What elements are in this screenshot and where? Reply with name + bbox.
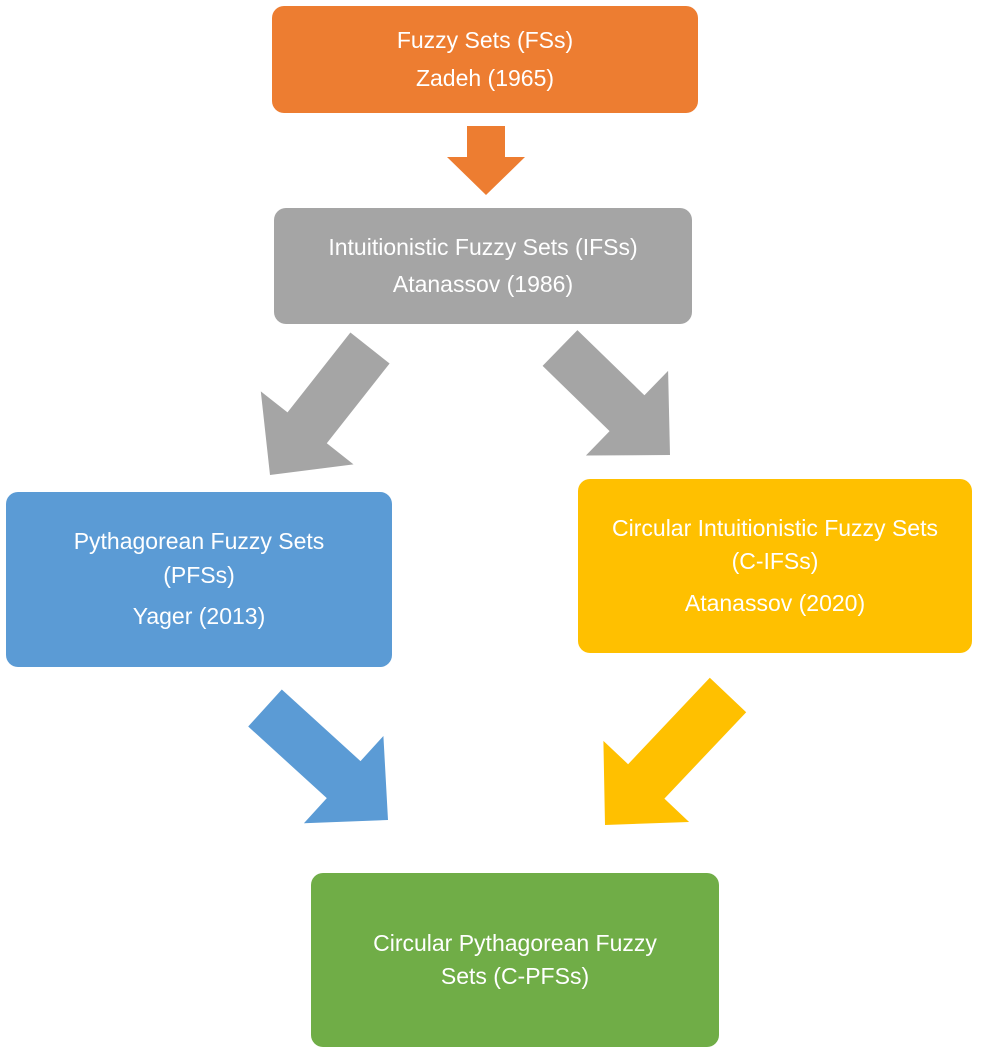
arrow-ifs-to-cifs [542, 330, 670, 456]
node-pythagorean-fuzzy-sets: Pythagorean Fuzzy Sets (PFSs) Yager (201… [6, 492, 392, 667]
node-fuzzy-sets-name: Fuzzy Sets (FSs) [396, 27, 574, 54]
node-intuitionistic-fuzzy-sets-author: Atanassov (1986) [392, 271, 574, 297]
node-intuitionistic-fuzzy-sets: Intuitionistic Fuzzy Sets (IFSs) Atanass… [274, 208, 692, 324]
node-circular-pythagorean-fuzzy-sets-name: Circular Pythagorean Fuzzy Sets (C-PFSs) [373, 929, 657, 989]
arrow-pfs-to-cpfs [248, 689, 388, 824]
arrow-fs-to-ifs [447, 126, 525, 195]
node-circular-pythagorean-fuzzy-sets: Circular Pythagorean Fuzzy Sets (C-PFSs) [311, 873, 719, 1047]
arrow-cifs-to-cpfs [603, 677, 747, 825]
node-fuzzy-sets-author: Zadeh (1965) [415, 64, 555, 91]
node-circular-intuitionistic-fuzzy-sets: Circular Intuitionistic Fuzzy Sets (C-IF… [578, 479, 972, 653]
node-intuitionistic-fuzzy-sets-name: Intuitionistic Fuzzy Sets (IFSs) [328, 233, 638, 260]
node-pythagorean-fuzzy-sets-author: Yager (2013) [132, 603, 266, 630]
node-fuzzy-sets: Fuzzy Sets (FSs) Zadeh (1965) [272, 6, 698, 113]
node-circular-intuitionistic-fuzzy-sets-name: Circular Intuitionistic Fuzzy Sets (C-IF… [612, 514, 938, 575]
node-pythagorean-fuzzy-sets-name: Pythagorean Fuzzy Sets (PFSs) [73, 528, 325, 588]
arrow-ifs-to-pfs [260, 332, 390, 475]
node-circular-intuitionistic-fuzzy-sets-author: Atanassov (2020) [684, 589, 866, 616]
